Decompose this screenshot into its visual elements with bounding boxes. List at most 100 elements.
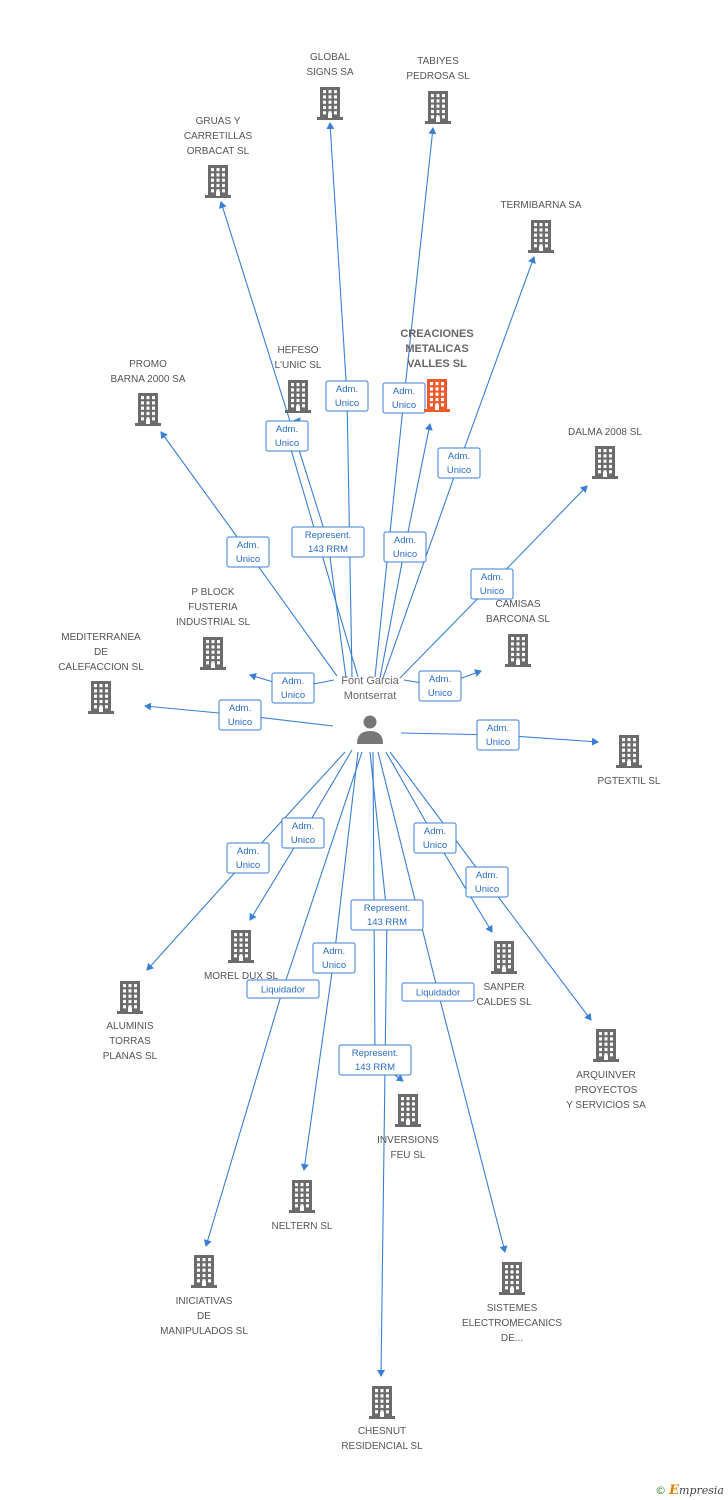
relation-label-promo[interactable]: Adm.Unico [226, 536, 270, 568]
relation-label-iniciativas[interactable]: Liquidador [246, 979, 320, 999]
relation-label-line: Adm. [394, 535, 416, 546]
company-name-line: MOREL DUX SL [204, 971, 279, 982]
building-icon [117, 981, 143, 1014]
relation-label-neltern[interactable]: Adm.Unico [312, 942, 356, 974]
company-name-line: PLANAS SL [103, 1051, 158, 1062]
relation-label-gruas[interactable]: Represent. 143 RRM [291, 526, 365, 558]
relation-label-line: Unico [228, 717, 252, 728]
relation-label-line: Represent. [364, 903, 410, 914]
person-name-line: Font Garcia [341, 675, 399, 687]
relation-label-camisas[interactable]: Adm.Unico [418, 670, 462, 702]
relation-label-line: Liquidador [261, 985, 305, 996]
building-icon [593, 1029, 619, 1062]
company-node-neltern[interactable]: NELTERN SL [272, 1180, 333, 1232]
company-name-line: PGTEXTIL SL [598, 776, 661, 787]
relation-label-line: Represent. [305, 530, 351, 541]
relation-label-line: 143 RRM [308, 544, 348, 555]
building-icon [369, 1386, 395, 1419]
relation-label-sistemes[interactable]: Liquidador [401, 982, 475, 1002]
company-name-line: TORRAS [109, 1036, 151, 1047]
relation-label-line: Unico [281, 690, 305, 701]
relation-label-line: Represent. [352, 1048, 398, 1059]
company-node-morel[interactable]: MOREL DUX SL [204, 930, 279, 982]
company-name-line: SANPER [483, 982, 524, 993]
person-name-line: Montserrat [344, 690, 397, 702]
relation-label-hefeso[interactable]: Adm.Unico [265, 420, 309, 452]
relation-label-global[interactable]: Adm. Unico [325, 380, 369, 412]
relation-label-arquinver[interactable]: Adm.Unico [465, 866, 509, 898]
relation-label-line: Adm. [429, 674, 451, 685]
relation-edge-tabiyes [374, 127, 437, 678]
company-name-line: PROMO [129, 359, 167, 370]
company-name-line: GRUAS Y [196, 116, 241, 127]
relation-label-line: Adm. [282, 676, 304, 687]
company-name-line: SISTEMES [487, 1303, 538, 1314]
relation-label-aluminis[interactable]: Adm.Unico [226, 842, 270, 874]
company-node-chesnut[interactable]: CHESNUT RESIDENCIAL SL [341, 1386, 423, 1452]
relation-label-pgtextil[interactable]: Adm.Unico [476, 719, 520, 751]
relation-label-line: Adm. [393, 386, 415, 397]
building-icon [317, 87, 343, 120]
relation-edge-termibarna [382, 256, 536, 679]
relation-label-pblock[interactable]: Adm. Unico [271, 672, 315, 704]
building-icon [191, 1255, 217, 1288]
relation-label-line: Adm. [336, 384, 358, 395]
company-name-line: RESIDENCIAL SL [341, 1441, 423, 1452]
company-node-pgtextil[interactable]: PGTEXTIL SL [598, 735, 661, 787]
relation-label-line: Adm. [476, 870, 498, 881]
relation-label-morel[interactable]: Adm.Unico [281, 817, 325, 849]
company-name-line: CARRETILLAS [184, 131, 253, 142]
company-node-sistemes[interactable]: SISTEMESELECTROMECANICSDE... [462, 1262, 562, 1344]
company-node-dalma[interactable]: DALMA 2008 SL [568, 427, 642, 479]
building-icon [395, 1094, 421, 1127]
relation-label-dalma[interactable]: Adm.Unico [470, 568, 514, 600]
relation-label-mediterranea[interactable]: Adm. Unico [218, 699, 262, 731]
company-name-line: CHESNUT [358, 1426, 406, 1437]
relation-label-line: Adm. [481, 572, 503, 583]
relation-label-line: Unico [236, 554, 260, 565]
company-node-termibarna[interactable]: TERMIBARNA SA [500, 200, 582, 253]
relation-label-line: Unico [322, 960, 346, 971]
company-name-line: MEDITERRANEA [61, 632, 141, 643]
relation-label-line: Adm. [237, 846, 259, 857]
relation-label-inversions[interactable]: Represent.143 RRM [338, 1044, 412, 1076]
company-name-line: FEU SL [390, 1150, 425, 1161]
brand-name: mpresia [679, 1484, 724, 1497]
company-node-sanper[interactable]: SANPER CALDES SL [476, 941, 532, 1008]
company-name-line: P BLOCK [191, 587, 234, 598]
relation-label-line: Adm. [229, 703, 251, 714]
company-name-line: INDUSTRIAL SL [176, 617, 251, 628]
relation-label-sanper[interactable]: Adm.Unico [413, 822, 457, 854]
relation-label-tabiyes[interactable]: Adm. Unico [382, 382, 426, 414]
relation-label-chesnut[interactable]: Represent.143 RRM [350, 899, 424, 931]
company-name-line: ARQUINVER [576, 1070, 635, 1081]
relation-edge-iniciativas [203, 751, 363, 1247]
relation-label-creaciones[interactable]: Adm.Unico [383, 531, 427, 563]
relation-label-line: Unico [335, 398, 359, 409]
company-name-line: CALDES SL [476, 997, 531, 1008]
relation-label-line: Unico [392, 400, 416, 411]
company-name-line: SIGNS SA [306, 67, 354, 78]
relation-label-line: Unico [447, 465, 471, 476]
relation-label-line: Liquidador [416, 988, 460, 999]
company-name-line: TABIYES [417, 56, 459, 67]
relation-label-termibarna[interactable]: Adm.Unico [437, 447, 481, 479]
building-icon [425, 91, 451, 124]
company-name-line: TERMIBARNA SA [500, 200, 581, 211]
